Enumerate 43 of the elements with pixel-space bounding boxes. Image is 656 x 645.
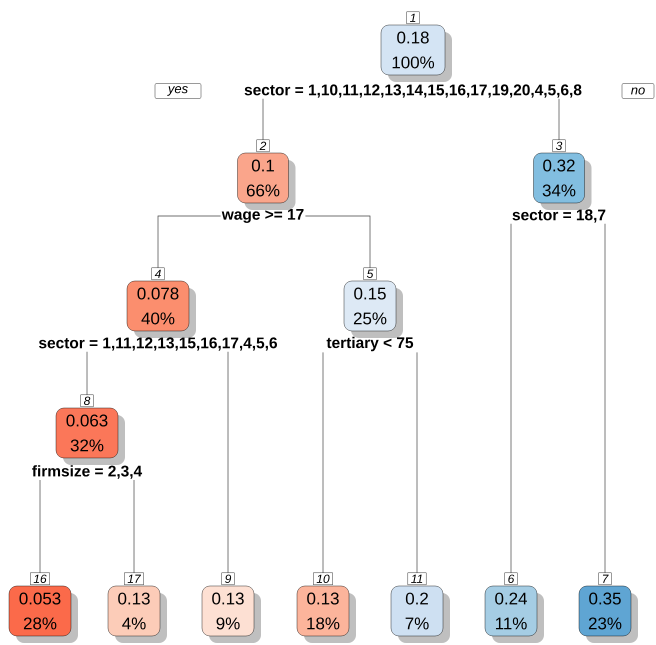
tree-node: 0.13 9% xyxy=(202,586,261,643)
tree-node: 0.053 28% xyxy=(8,586,78,643)
node-number: 1 xyxy=(406,12,420,24)
node-number: 4 xyxy=(151,268,165,280)
node-number: 16 xyxy=(30,572,50,585)
node-number: 17 xyxy=(124,572,144,585)
connector-line xyxy=(416,352,418,573)
split-label: tertiary < 75 xyxy=(326,336,414,352)
tree-node: 0.35 23% xyxy=(578,586,638,643)
node-number: 7 xyxy=(598,572,612,585)
tree-node: 0.063 32% xyxy=(56,408,125,465)
node-number: 2 xyxy=(256,140,270,152)
tree-node: 0.32 34% xyxy=(533,152,592,210)
tree-node: 0.078 40% xyxy=(126,280,196,338)
tree-node: 0.15 25% xyxy=(344,280,403,338)
connector-line xyxy=(322,352,324,573)
tree-node: 0.2 7% xyxy=(390,586,450,643)
split-label: sector = 1,10,11,12,13,14,15,16,17,19,20,4,5,6,8 xyxy=(244,84,582,98)
node-number: 3 xyxy=(552,140,566,152)
node-number: 11 xyxy=(408,572,426,585)
node-number: 6 xyxy=(504,572,518,585)
branch-tag: no xyxy=(622,83,654,99)
split-label: wage >= 17 xyxy=(222,209,304,223)
split-label: firmsize = 2,3,4 xyxy=(32,465,142,479)
connector-line xyxy=(158,216,221,268)
node-number: 5 xyxy=(363,268,377,280)
tree-node: 0.18 100% xyxy=(380,24,452,82)
split-label: sector = 1,11,12,13,15,16,17,4,5,6 xyxy=(39,337,277,351)
connector-line xyxy=(510,223,512,573)
connector-line xyxy=(305,216,370,268)
node-number: 10 xyxy=(313,572,333,585)
node-number: 9 xyxy=(221,572,235,585)
tree-node: 0.1 66% xyxy=(237,152,296,210)
connector-line xyxy=(558,98,560,140)
connector-line xyxy=(262,98,264,140)
connector-line xyxy=(604,223,606,573)
tree-node: 0.24 11% xyxy=(484,586,544,643)
connector-line xyxy=(86,351,88,395)
tree-node: 0.13 18% xyxy=(296,586,356,643)
tree-node: 0.13 4% xyxy=(108,586,167,643)
node-number: 8 xyxy=(80,394,94,407)
branch-tag: yes xyxy=(154,83,202,99)
split-label: sector = 18,7 xyxy=(512,209,606,223)
